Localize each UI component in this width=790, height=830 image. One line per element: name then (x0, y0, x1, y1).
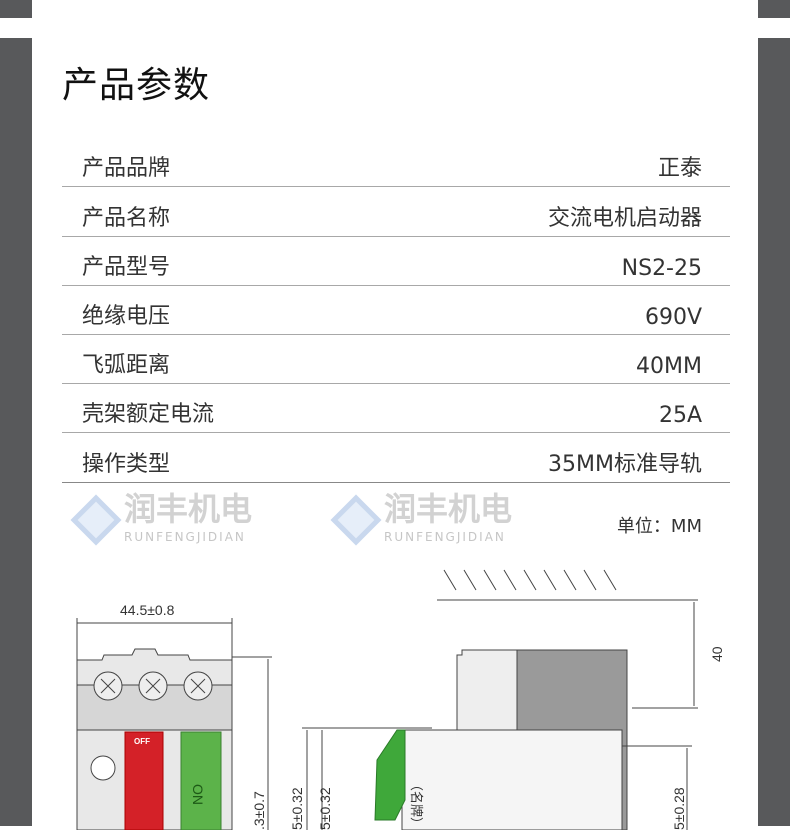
param-value: 正泰 (657, 156, 702, 181)
param-row: 飞弧距离 40MM (62, 334, 730, 384)
param-value: NS2-25 (621, 256, 702, 281)
dimension-a: 5±0.32 (289, 787, 305, 830)
param-label: 产品型号 (82, 255, 171, 280)
param-row: 绝缘电压 690V (62, 285, 730, 335)
param-row: 操作类型 35MM标准导轨 (62, 433, 730, 483)
on-label: ON (190, 784, 206, 805)
side-bar (758, 38, 790, 826)
param-row: 产品名称 交流电机启动器 (62, 187, 730, 237)
side-dimension: 5±0.28 (671, 787, 687, 830)
param-label: 壳架额定电流 (82, 402, 215, 427)
off-label: OFF (134, 737, 150, 746)
side-bar (0, 0, 32, 18)
param-label: 产品品牌 (82, 156, 171, 181)
param-value: 40MM (636, 354, 702, 379)
param-row: 产品型号 NS2-25 (62, 236, 730, 286)
param-label: 飞弧距离 (82, 353, 171, 378)
nameplate-label: （名牌） (409, 778, 424, 830)
product-params-section: 产品参数 产品品牌 正泰 产品名称 交流电机启动器 产品型号 NS2-25 绝缘电压 6… (32, 38, 758, 830)
dimension-b: 5±0.32 (317, 787, 333, 830)
param-label: 绝缘电压 (82, 304, 171, 329)
watermark-cn: 润丰机电 (384, 490, 513, 528)
side-view (302, 569, 698, 830)
logo-icon (70, 494, 122, 546)
height-dimension: .3±0.7 (251, 791, 267, 830)
width-dimension: 44.5±0.8 (120, 602, 175, 618)
dimension-drawing: 44.5±0.8 OFF ON .3±0.7 40 5±0.32 5±0.32 … (76, 569, 725, 830)
param-value: 25A (658, 403, 702, 428)
param-value: 690V (644, 305, 702, 330)
param-value: 35MM标准导轨 (548, 452, 702, 477)
front-view (76, 618, 272, 830)
param-label: 产品名称 (82, 206, 171, 231)
side-bar (0, 38, 32, 826)
param-row: 产品品牌 正泰 (62, 137, 730, 187)
param-value: 交流电机启动器 (547, 206, 702, 231)
logo-icon (330, 494, 382, 546)
param-row: 壳架额定电流 25A (62, 383, 730, 433)
section-title: 产品参数 (62, 65, 211, 106)
param-label: 操作类型 (82, 452, 171, 477)
watermark-cn: 润丰机电 (124, 490, 253, 528)
clearance-dimension: 40 (709, 646, 725, 662)
side-bar (758, 0, 790, 18)
unit-label: 单位：MM (616, 516, 702, 537)
